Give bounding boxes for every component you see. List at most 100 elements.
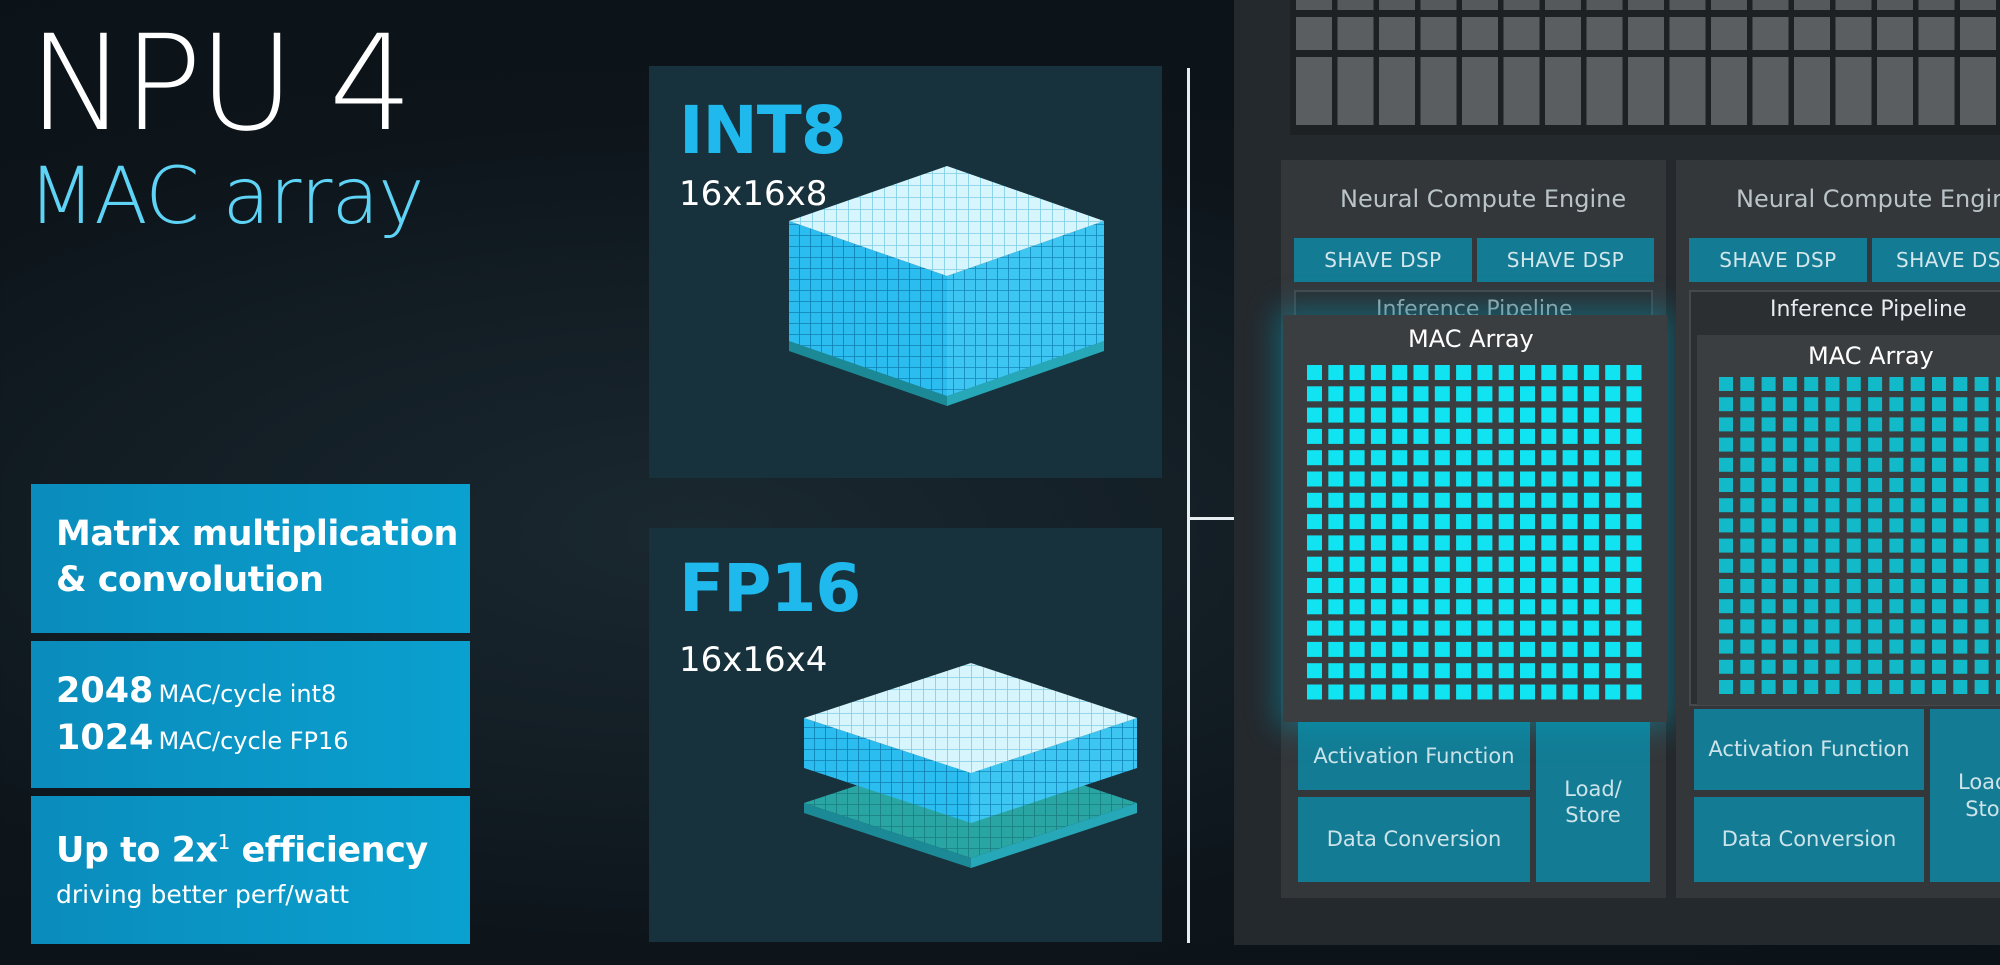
mac-cell: [1719, 558, 1733, 573]
mac-cell: [1910, 417, 1925, 432]
mac-cell: [1520, 535, 1535, 551]
mac-cell: [1626, 492, 1642, 508]
mac-cell: [1520, 599, 1535, 615]
mac-cell: [1456, 578, 1472, 593]
mac-cell: [1328, 556, 1344, 572]
load-store-block: Load/ Store: [1536, 722, 1650, 882]
mac-cell: [1719, 518, 1733, 533]
mac-cell: [1434, 492, 1450, 508]
mac-array-label: MAC Array: [1808, 342, 1934, 370]
fp16-dims: 16x16x4: [679, 640, 828, 680]
mac-cell: [1825, 659, 1840, 674]
shave-dsp-block: SHAVE DS: [1872, 238, 2000, 282]
mac-cell: [1953, 579, 1968, 593]
mac-cell: [1719, 579, 1733, 593]
mac-cell: [1953, 599, 1968, 614]
mac-cell: [1349, 407, 1365, 423]
mac-cell: [1498, 684, 1514, 700]
mac-cell: [1889, 538, 1904, 553]
efficiency-head: Up to 2x1 efficiency: [56, 830, 428, 871]
memory-block: [1420, 57, 1457, 125]
mac-cell: [1910, 478, 1925, 492]
mac-cell: [1328, 471, 1344, 487]
mac-cell: [1761, 417, 1776, 432]
mac-cell: [1370, 514, 1386, 530]
memory-block: [1379, 57, 1415, 125]
mac-count-int8: 2048: [56, 671, 154, 711]
mac-cell: [1910, 518, 1925, 533]
mac-cell: [1370, 599, 1386, 615]
mac-cell: [1846, 579, 1861, 593]
int8-panel: INT8 16x16x8: [649, 66, 1162, 478]
mac-cell: [1583, 386, 1599, 402]
mac-cell: [1498, 450, 1514, 466]
mac-cell: [1456, 492, 1472, 508]
mac-cell: [1307, 620, 1322, 636]
mac-unit-fp16: MAC/cycle FP16: [158, 727, 349, 755]
mac-cell: [1456, 365, 1472, 380]
mac-cell: [1477, 471, 1493, 487]
mac-cell: [1413, 684, 1429, 700]
mac-cell: [1583, 514, 1599, 530]
mac-cell: [1846, 619, 1861, 634]
mac-cell: [1868, 639, 1883, 654]
mac-cell: [1825, 558, 1840, 573]
mac-cell: [1889, 599, 1904, 614]
mac-cell: [1825, 417, 1840, 432]
mac-cell: [1456, 641, 1472, 657]
mac-cell: [1477, 578, 1493, 593]
mac-cell: [1626, 556, 1642, 572]
mac-cell: [1562, 514, 1578, 530]
mac-cell: [1392, 620, 1408, 636]
mac-cell: [1456, 620, 1472, 636]
mac-cell: [1307, 365, 1322, 380]
mac-cell: [1825, 437, 1840, 452]
mac-cell: [1974, 397, 1989, 412]
mac-cell: [1626, 620, 1642, 636]
memory-block: [1545, 0, 1581, 10]
mac-cell: [1498, 620, 1514, 636]
mac-cell: [1541, 599, 1557, 615]
mac-cell: [1605, 641, 1621, 657]
mac-cell: [1974, 639, 1989, 654]
mac-cell: [1825, 518, 1840, 533]
memory-block: [1503, 17, 1540, 50]
mac-cell: [1541, 535, 1557, 551]
mac-cell: [1761, 457, 1776, 472]
mac-cell: [1825, 397, 1840, 412]
mac-cell: [1349, 556, 1365, 572]
mac-cell: [1910, 599, 1925, 614]
mac-cell: [1583, 620, 1599, 636]
memory-block: [1752, 57, 1789, 125]
mac-cell: [1995, 599, 2000, 614]
mac-cell: [1953, 639, 1968, 654]
mac-cell: [1520, 620, 1535, 636]
mac-cell: [1498, 641, 1514, 657]
mac-cell: [1370, 471, 1386, 487]
mac-cell: [1782, 417, 1797, 432]
mac-cell: [1498, 514, 1514, 530]
info-box-line: & convolution: [56, 560, 324, 600]
mac-cell: [1413, 556, 1429, 572]
mac-cell: [1782, 457, 1797, 472]
mac-cell: [1740, 457, 1755, 472]
mac-cell: [1740, 518, 1755, 533]
mac-cell: [1910, 377, 1925, 391]
mac-cell: [1520, 514, 1535, 530]
mac-cell: [1804, 558, 1819, 573]
mac-cell: [1605, 450, 1621, 466]
mac-cell: [1498, 599, 1514, 615]
mac-cell: [1761, 518, 1776, 533]
mac-cell: [1392, 407, 1408, 423]
mac-cell: [1932, 457, 1946, 472]
efficiency-value: Up to 2x: [56, 830, 218, 871]
mac-cell: [1434, 386, 1450, 402]
mac-cell: [1868, 599, 1883, 614]
mac-cell: [1846, 377, 1861, 391]
info-box-line: Matrix multiplication: [56, 514, 458, 554]
mac-cell: [1846, 498, 1861, 513]
mac-cell: [1434, 556, 1450, 572]
mac-cell: [1456, 684, 1472, 700]
connector-line: [1187, 68, 1190, 943]
mac-cell: [1541, 620, 1557, 636]
